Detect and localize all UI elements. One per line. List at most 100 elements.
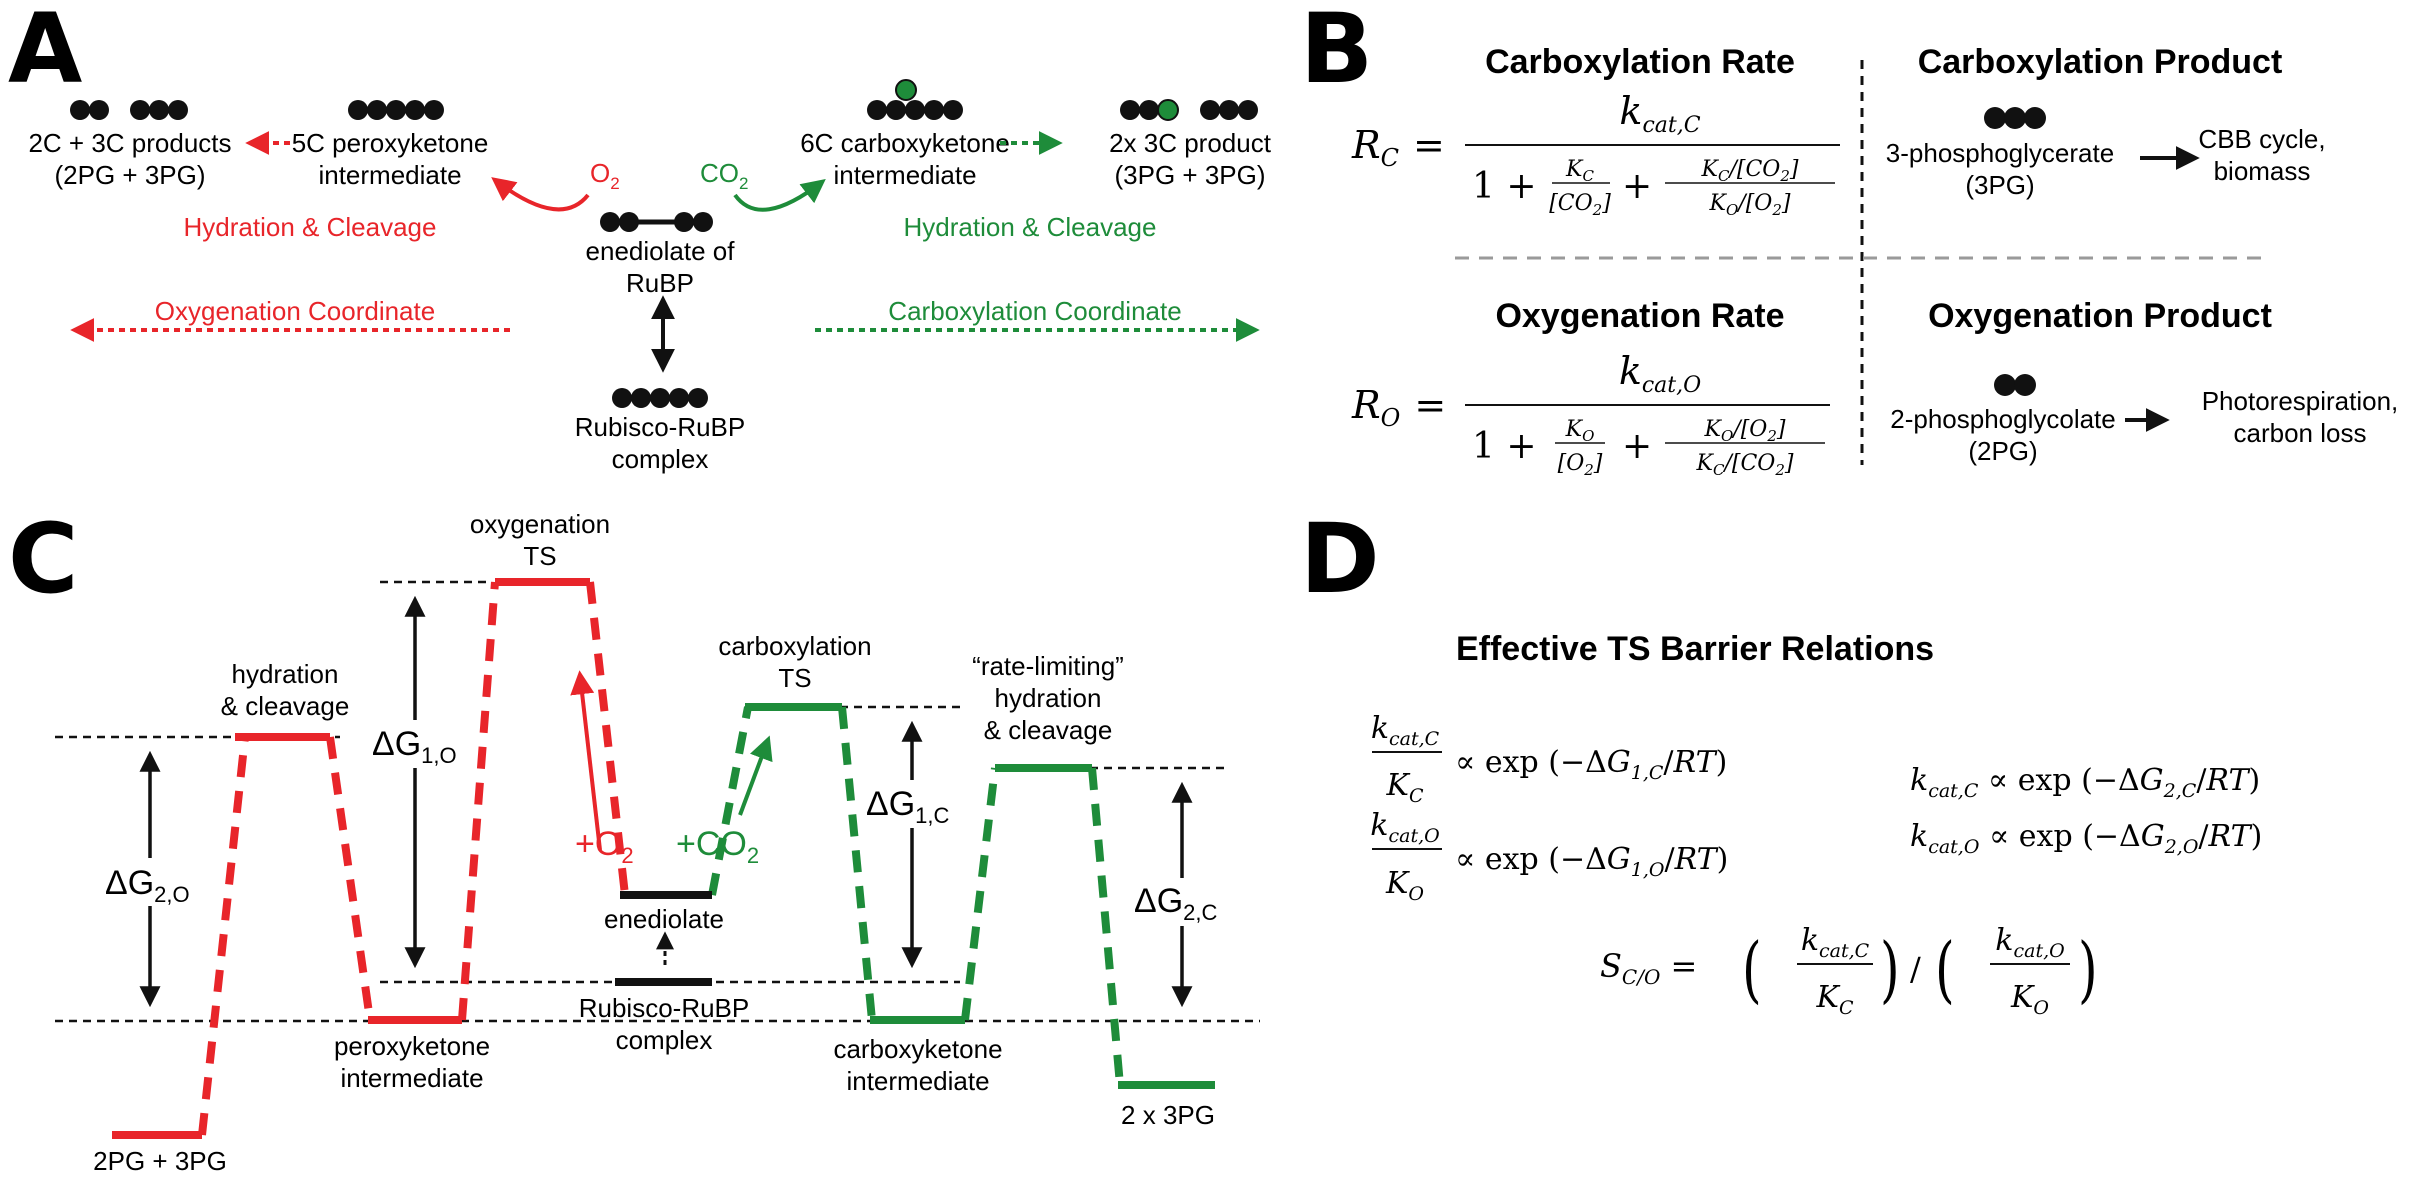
svg-text:KC: KC: [1386, 768, 1424, 807]
c-rubisco-line2: complex: [616, 1025, 713, 1055]
molecule-enediolate: [600, 212, 713, 232]
oxy-rate-title: Oxygenation Rate: [1495, 297, 1784, 335]
svg-text:kcat,O: kcat,O: [1995, 923, 2065, 962]
pga-line2: (3PG): [1965, 170, 2034, 200]
eq-kcato-ko: kcat,O KO ∝ exp (−ΔG1,O/RT): [1370, 808, 1728, 905]
rl-line2: hydration: [995, 683, 1102, 713]
svg-text:+: +: [1622, 426, 1652, 467]
dg1o-label: ΔG1,O: [372, 725, 457, 768]
c-carboxy-line1: carboxyketone: [833, 1034, 1002, 1064]
c-2x3pg-label: 2 x 3PG: [1121, 1100, 1215, 1130]
eq-kcatc: kcat,C ∝ exp (−ΔG2,C/RT): [1910, 763, 2260, 802]
enediolate-line1: enediolate of: [586, 236, 736, 266]
svg-text:KO: KO: [1385, 866, 1424, 905]
svg-text:KC/[CO2]: KC/[CO2]: [1701, 157, 1799, 185]
plus-o2-label: +O2: [575, 825, 634, 868]
molecule-2c-3c: [70, 100, 188, 120]
svg-text:[CO2]: [CO2]: [1549, 191, 1611, 219]
rubisco-line2: complex: [612, 444, 709, 474]
molecule-5c-peroxy: [348, 100, 444, 120]
rl-line3: & cleavage: [984, 715, 1113, 745]
pga-line1: 3-phosphoglycerate: [1886, 138, 2114, 168]
svg-text:kcat,O: kcat,O: [1370, 808, 1440, 847]
svg-text:kcat,O: kcat,O: [1619, 349, 1701, 398]
eq-kcato: kcat,O ∝ exp (−ΔG2,O/RT): [1910, 819, 2262, 858]
svg-text:KC: KC: [1816, 980, 1854, 1019]
oxy-product-title: Oxygenation Product: [1928, 297, 2272, 335]
carb-product-title: Carboxylation Product: [1918, 43, 2283, 81]
plus-o2-arrow: [570, 670, 602, 851]
dg2o-label: ΔG2,O: [105, 864, 190, 907]
svg-text:∝ exp (−ΔG1,O/RT): ∝ exp (−ΔG1,O/RT): [1455, 842, 1728, 881]
products-2c3c-label: 2C + 3C products: [28, 128, 231, 158]
cbb-line2: biomass: [2214, 156, 2311, 186]
c-carboxy-line2: intermediate: [846, 1066, 989, 1096]
svg-text:kcat,C: kcat,C: [1371, 711, 1440, 750]
svg-text:): ): [1880, 927, 1900, 1012]
pg-line2: (2PG): [1968, 436, 2037, 466]
enediolate-line2: RuBP: [626, 268, 694, 298]
panel-d-label: D: [1300, 503, 1380, 615]
carb-rate-title: Carboxylation Rate: [1485, 43, 1795, 81]
panel-c-label: C: [8, 503, 78, 615]
hydration-c-line1: hydration: [232, 659, 339, 689]
plus-co2-arrow: [738, 735, 773, 816]
rubisco-line1: Rubisco-RuBP: [575, 412, 746, 442]
carb-ts-line2: TS: [778, 663, 811, 693]
svg-text:+: +: [1622, 166, 1652, 207]
hydration-left: Hydration & Cleavage: [184, 212, 437, 242]
c-peroxy-line1: peroxyketone: [334, 1031, 490, 1061]
svg-text:1 +: 1 +: [1472, 166, 1537, 207]
c-rubisco-line1: Rubisco-RuBP: [579, 993, 750, 1023]
svg-text:KO/[O2]: KO/[O2]: [1704, 417, 1786, 445]
pg-line1: 2-phosphoglycolate: [1890, 404, 2116, 434]
svg-text:(: (: [1742, 927, 1762, 1012]
product-3c-line2: (3PG + 3PG): [1115, 160, 1266, 190]
svg-text:KO: KO: [2010, 980, 2049, 1019]
svg-text:[O2]: [O2]: [1558, 451, 1603, 479]
svg-text:RO=: RO=: [1351, 383, 1446, 432]
molecule-6c-carboxy: [867, 79, 963, 120]
svg-text:kcat,C: kcat,C: [1619, 89, 1700, 138]
plus-co2-label: +CO2: [676, 825, 759, 868]
c-peroxy-line2: intermediate: [340, 1063, 483, 1093]
oxy-coordinate-label: Oxygenation Coordinate: [155, 296, 435, 326]
a-co2-label: CO2: [700, 158, 748, 193]
hydration-c-line2: & cleavage: [221, 691, 350, 721]
svg-text:KC: KC: [1565, 157, 1594, 185]
hydration-right: Hydration & Cleavage: [904, 212, 1157, 242]
svg-text:kcat,C: kcat,C: [1801, 923, 1870, 962]
photo-line2: carbon loss: [2234, 418, 2367, 448]
peroxy-line1: 5C peroxyketone: [292, 128, 489, 158]
molecule-3pg: [1984, 107, 2046, 129]
oxygenation-energy-path: [112, 578, 629, 1139]
panel-b-label: B: [1300, 0, 1373, 105]
eq-kcatc-kc: kcat,C KC ∝ exp (−ΔG1,C/RT): [1371, 711, 1728, 807]
oxy-ts-line2: TS: [523, 541, 556, 571]
o2-arrow: [491, 177, 590, 212]
svg-text:∝ exp (−ΔG1,C/RT): ∝ exp (−ΔG1,C/RT): [1455, 745, 1727, 784]
eq-carboxylation-rate: RC= kcat,C 1 + KC [CO2] + KC/[CO2] KO/[O…: [1351, 89, 1840, 219]
svg-text:SC/O =: SC/O =: [1600, 947, 1697, 989]
products-2c3c-sub: (2PG + 3PG): [55, 160, 206, 190]
svg-text:(: (: [1935, 927, 1955, 1012]
molecule-2pg: [1994, 374, 2036, 396]
dg2c-label: ΔG2,C: [1134, 882, 1218, 925]
c-reference-lines: [55, 580, 1260, 1023]
svg-text:kcat,C ∝ exp (−ΔG2,C/RT): kcat,C ∝ exp (−ΔG2,C/RT): [1910, 763, 2260, 802]
a-o2-label: O2: [590, 158, 620, 193]
svg-text:kcat,O ∝ exp (−ΔG2,O/RT): kcat,O ∝ exp (−ΔG2,O/RT): [1910, 819, 2262, 858]
svg-text:KO/[O2]: KO/[O2]: [1709, 191, 1791, 219]
peroxy-line2: intermediate: [318, 160, 461, 190]
svg-text:/: /: [1910, 950, 1921, 988]
panel-d-title: Effective TS Barrier Relations: [1456, 630, 1934, 668]
svg-text:1 +: 1 +: [1472, 426, 1537, 467]
dg1c-label: ΔG1,C: [866, 785, 950, 828]
svg-text:): ): [2078, 927, 2098, 1012]
svg-text:KC/[CO2]: KC/[CO2]: [1696, 451, 1794, 479]
carb-coordinate-label: Carboxylation Coordinate: [888, 296, 1181, 326]
c-enediolate-label: enediolate: [604, 904, 724, 934]
molecule-2x3c: [1120, 99, 1258, 121]
c-2pg3pg-label: 2PG + 3PG: [93, 1146, 227, 1176]
